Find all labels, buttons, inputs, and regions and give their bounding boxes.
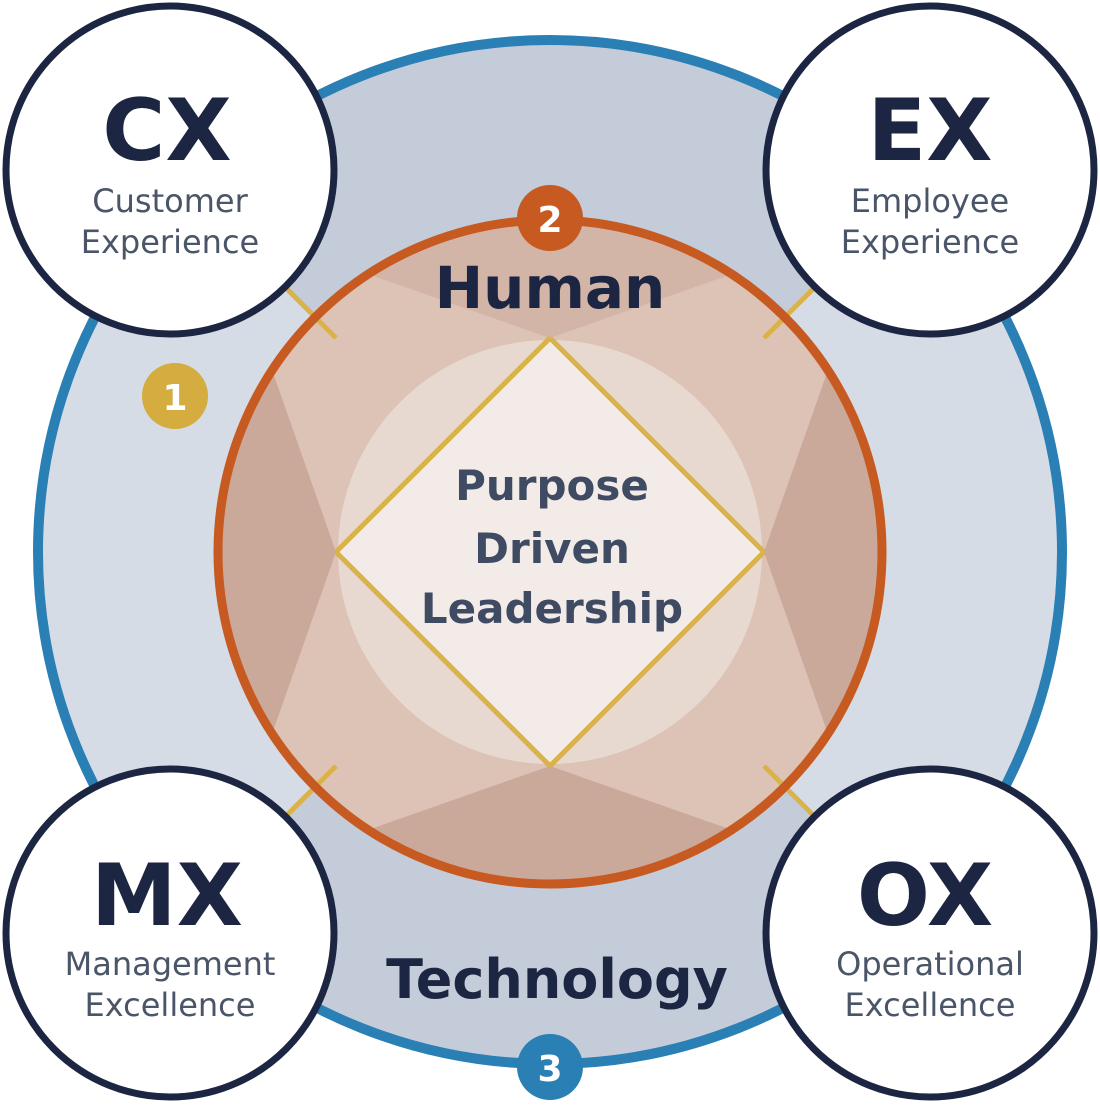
node-mx-line-2: Excellence [85, 986, 256, 1024]
node-cx: CX Customer Experience [2, 2, 338, 338]
badge-3: 3 [517, 1034, 583, 1100]
badge-2-circle [517, 185, 583, 251]
node-cx-line-1: Customer [92, 182, 248, 220]
node-mx-abbr: MX [91, 846, 243, 946]
node-ox-abbr: OX [857, 846, 993, 946]
node-ex-circle [762, 2, 1098, 338]
node-mx-line-1: Management [65, 945, 276, 983]
node-ox: OX Operational Excellence [762, 765, 1098, 1101]
node-ox-circle [762, 765, 1098, 1101]
node-cx-line-2: Experience [81, 223, 259, 261]
inner-cross-line-5 [334, 550, 552, 768]
center-label-line-1: Purpose [455, 461, 649, 510]
node-mx-circle [2, 765, 338, 1101]
badge-1-circle [142, 363, 208, 429]
inner-cross-line-3 [548, 336, 766, 554]
center-label-line-3: Leadership [421, 584, 683, 633]
node-ex-line-1: Employee [851, 182, 1009, 220]
inner-cross-line-4 [548, 550, 766, 768]
node-ex-abbr: EX [867, 81, 992, 181]
badge-1-number: 1 [162, 378, 187, 419]
badge-1: 1 [142, 363, 208, 429]
node-ex: EX Employee Experience [762, 2, 1098, 338]
node-ox-line-2: Excellence [845, 986, 1016, 1024]
badge-2: 2 [517, 185, 583, 251]
center-label: Purpose Driven Leadership [421, 461, 683, 633]
node-ox-line-1: Operational [836, 945, 1024, 983]
center-label-line-2: Driven [474, 524, 630, 573]
node-mx: MX Management Excellence [2, 765, 338, 1101]
node-cx-abbr: CX [102, 81, 231, 181]
badge-3-number: 3 [537, 1049, 562, 1090]
inner-cross-line-2 [334, 336, 552, 554]
technology-label: Technology [386, 948, 728, 1011]
node-ex-line-2: Experience [841, 223, 1019, 261]
badge-3-circle [517, 1034, 583, 1100]
human-label: Human [435, 254, 666, 322]
badge-2-number: 2 [537, 200, 562, 241]
node-cx-circle [2, 2, 338, 338]
